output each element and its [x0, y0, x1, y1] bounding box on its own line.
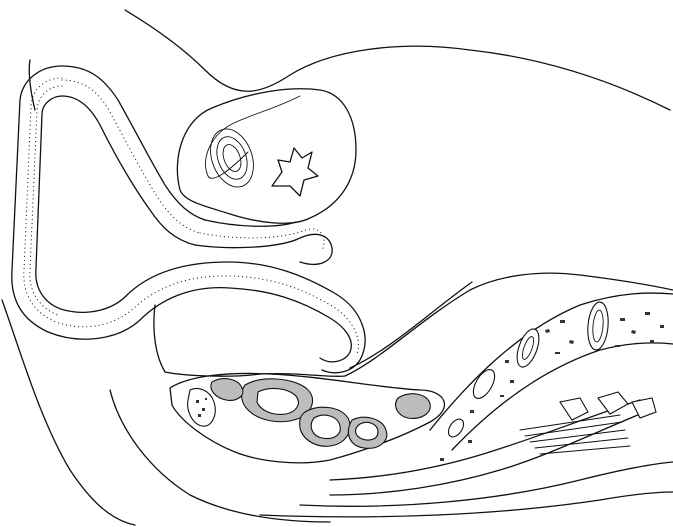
upper-organ — [177, 89, 356, 223]
rectum — [170, 373, 444, 462]
spine — [430, 293, 673, 461]
dotted-tube — [12, 66, 365, 373]
body-outline — [2, 10, 670, 525]
bone-texture — [440, 312, 664, 461]
